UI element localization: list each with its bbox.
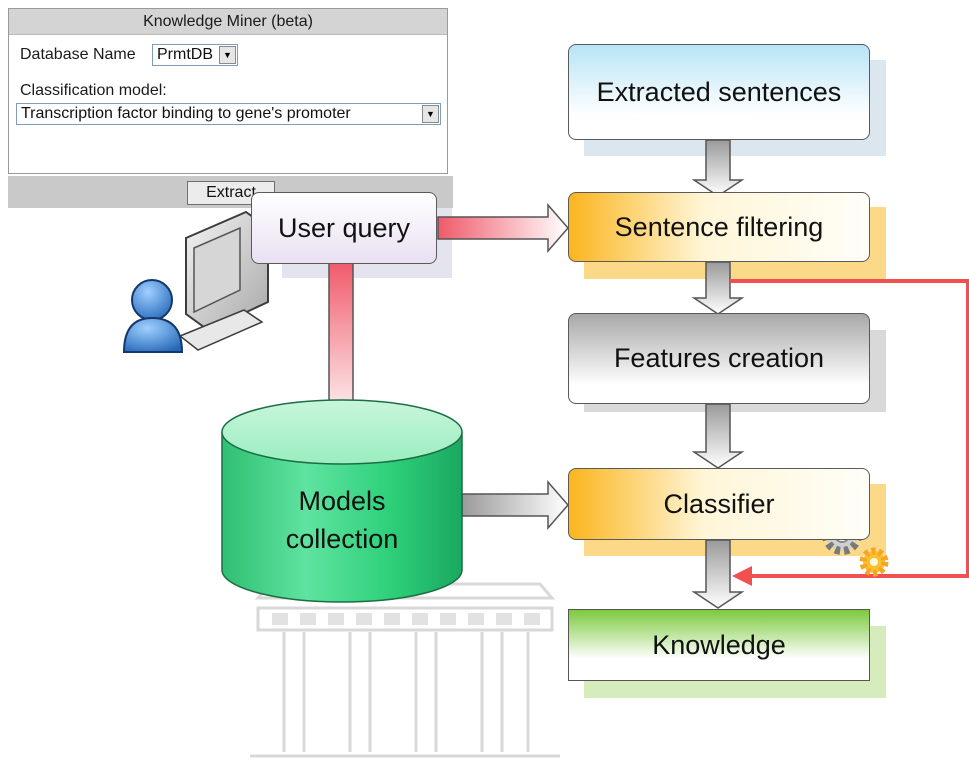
arrow-right bbox=[437, 202, 569, 254]
chevron-down-icon[interactable]: ▼ bbox=[219, 46, 236, 64]
extracted-sentences-label: Extracted sentences bbox=[596, 76, 842, 107]
arrow-down bbox=[691, 261, 745, 315]
classification-model-label: Classification model: bbox=[20, 82, 167, 99]
arrow-down bbox=[691, 539, 745, 609]
sentence-filtering-box: Sentence filtering bbox=[568, 192, 870, 262]
extracted-sentences-box: Extracted sentences bbox=[568, 44, 870, 140]
arrow-down bbox=[691, 139, 745, 197]
chevron-down-icon[interactable]: ▼ bbox=[422, 105, 439, 123]
user-query-box: User query bbox=[251, 192, 437, 264]
database-select[interactable]: PrmtDB ▼ bbox=[152, 44, 238, 66]
database-cylinder bbox=[221, 399, 463, 603]
classifier-box: Classifier bbox=[568, 468, 870, 540]
feedback-arrow-head bbox=[732, 566, 752, 586]
classification-model-value: Transcription factor binding to gene's p… bbox=[21, 105, 351, 122]
features-creation-box: Features creation bbox=[568, 313, 870, 404]
user-query-label: User query bbox=[277, 212, 411, 243]
arrow-down bbox=[691, 403, 745, 469]
classifier-label: Classifier bbox=[663, 488, 775, 519]
knowledge-box: Knowledge bbox=[568, 609, 870, 681]
models-collection-line2: collection bbox=[285, 524, 399, 554]
models-collection-label: Models collection bbox=[232, 482, 452, 558]
features-creation-label: Features creation bbox=[613, 343, 825, 373]
database-name-label: Database Name bbox=[20, 46, 136, 63]
arrow-right bbox=[461, 479, 569, 531]
sentence-filtering-label: Sentence filtering bbox=[614, 211, 824, 242]
computer-icon bbox=[178, 210, 269, 351]
classification-model-select[interactable]: Transcription factor binding to gene's p… bbox=[16, 103, 441, 125]
user-icon bbox=[122, 279, 184, 353]
models-collection-line1: Models bbox=[298, 486, 386, 516]
knowledge-label: Knowledge bbox=[652, 629, 786, 660]
database-select-value: PrmtDB bbox=[157, 46, 213, 63]
feedback-arrow-line bbox=[730, 279, 969, 578]
panel-title: Knowledge Miner (beta) bbox=[9, 9, 447, 35]
knowledge-miner-panel: Knowledge Miner (beta) bbox=[8, 8, 448, 174]
